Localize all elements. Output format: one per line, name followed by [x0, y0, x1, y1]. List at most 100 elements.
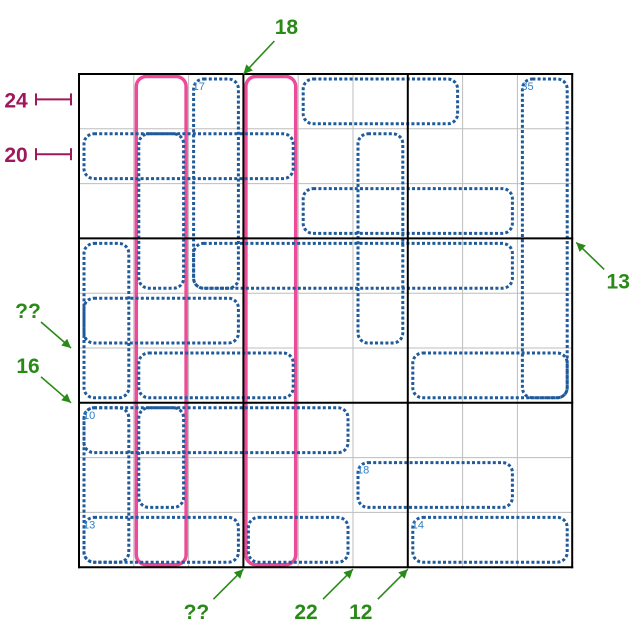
cell-r5c4[interactable]: [243, 293, 299, 348]
diagonal-sum-clue: ??: [15, 300, 41, 323]
highlight-layer: [134, 74, 298, 567]
cell-r5c3[interactable]: [188, 293, 244, 348]
cell-r9c3[interactable]: [188, 512, 244, 568]
cell-r1c1[interactable]: [79, 74, 134, 129]
cell-r6c7[interactable]: [407, 348, 463, 403]
cell-r1c2[interactable]: [133, 74, 189, 129]
cell-r7c4[interactable]: [243, 402, 299, 458]
cell-r9c7[interactable]: [407, 512, 463, 568]
cage-16: [356, 461, 514, 509]
cage-sum-label: 18: [357, 465, 369, 477]
cell-r5c8[interactable]: [462, 293, 518, 348]
cell-r8c6[interactable]: [353, 457, 408, 513]
cage-13: [82, 406, 350, 455]
cell-r4c8[interactable]: [462, 238, 518, 294]
cell-r1c9[interactable]: [517, 74, 573, 129]
cell-r4c7[interactable]: [407, 238, 463, 294]
cell-r1c4[interactable]: [243, 74, 299, 129]
cell-r3c6[interactable]: [353, 183, 408, 239]
cell-r2c1[interactable]: [79, 128, 134, 184]
cell-r8c2[interactable]: [133, 457, 189, 513]
cell-r5c7[interactable]: [407, 293, 463, 348]
cell-r7c1[interactable]: [79, 402, 134, 458]
cell-r5c5[interactable]: [298, 293, 353, 348]
cell-r4c5[interactable]: [298, 238, 353, 294]
cell-r5c6[interactable]: [353, 293, 408, 348]
cage-8: [82, 241, 131, 400]
cell-r7c6[interactable]: [353, 402, 408, 458]
cell-r8c7[interactable]: [407, 457, 463, 513]
cell-r1c6[interactable]: [353, 74, 408, 129]
cell-r7c7[interactable]: [407, 402, 463, 458]
cell-r7c8[interactable]: [462, 402, 518, 458]
diagonal-sum-clue: 13: [607, 270, 630, 293]
cell-r3c4[interactable]: [243, 183, 299, 239]
cell-r2c8[interactable]: [462, 128, 518, 184]
cell-r9c1[interactable]: [79, 512, 134, 568]
cell-r4c9[interactable]: [517, 238, 573, 294]
cell-r9c4[interactable]: [243, 512, 299, 568]
cell-r8c4[interactable]: [243, 457, 299, 513]
cell-r9c5[interactable]: [298, 512, 353, 568]
cell-r9c9[interactable]: [517, 512, 573, 568]
cell-r6c9[interactable]: [517, 348, 573, 403]
cell-r7c2[interactable]: [133, 402, 189, 458]
cell-r8c1[interactable]: [79, 457, 134, 513]
cell-grid: [79, 74, 573, 568]
cell-r3c9[interactable]: [517, 183, 573, 239]
cell-r2c6[interactable]: [353, 128, 408, 184]
cell-r9c8[interactable]: [462, 512, 518, 568]
cell-r4c6[interactable]: [353, 238, 408, 294]
diagonal-clue-arrow: [40, 376, 72, 404]
cell-r3c7[interactable]: [407, 183, 463, 239]
cell-r4c4[interactable]: [243, 238, 299, 294]
cell-r6c8[interactable]: [462, 348, 518, 403]
cage-sum-label: 17: [193, 81, 205, 93]
cell-r1c5[interactable]: [298, 74, 353, 129]
cell-r6c4[interactable]: [243, 348, 299, 403]
cell-r2c3[interactable]: [188, 128, 244, 184]
cell-r3c1[interactable]: [79, 183, 134, 239]
cell-r7c3[interactable]: [188, 402, 244, 458]
diagonal-clue-arrow: [212, 568, 244, 600]
cell-r1c8[interactable]: [462, 74, 518, 129]
diagonal-sum-clue: 16: [16, 355, 39, 378]
cell-r2c4[interactable]: [243, 128, 299, 184]
cell-r8c3[interactable]: [188, 457, 244, 513]
cell-r1c7[interactable]: [407, 74, 463, 129]
cell-r4c1[interactable]: [79, 238, 134, 294]
row-sum-clue: 20: [4, 144, 27, 167]
cell-r8c9[interactable]: [517, 457, 573, 513]
diagonal-clue-arrow: [242, 40, 275, 75]
cell-r6c1[interactable]: [79, 348, 134, 403]
cell-r2c5[interactable]: [298, 128, 353, 184]
cell-r3c3[interactable]: [188, 183, 244, 239]
cell-r2c2[interactable]: [133, 128, 189, 184]
cell-r6c2[interactable]: [133, 348, 189, 403]
cell-r2c7[interactable]: [407, 128, 463, 184]
cell-r5c1[interactable]: [79, 293, 134, 348]
cell-r4c2[interactable]: [133, 238, 189, 294]
cell-r6c5[interactable]: [298, 348, 353, 403]
cell-r8c8[interactable]: [462, 457, 518, 513]
cell-r6c6[interactable]: [353, 348, 408, 403]
cell-r7c5[interactable]: [298, 402, 353, 458]
cell-r3c8[interactable]: [462, 183, 518, 239]
diagonal-sum-clue: 12: [349, 601, 372, 624]
cell-r3c5[interactable]: [298, 183, 353, 239]
cage-9: [192, 241, 514, 290]
cell-r8c5[interactable]: [298, 457, 353, 513]
cell-r5c2[interactable]: [133, 293, 189, 348]
cell-r5c9[interactable]: [517, 293, 573, 348]
cell-r6c3[interactable]: [188, 348, 244, 403]
cell-r9c6[interactable]: [353, 512, 408, 568]
cage-sum-label: 13: [83, 519, 95, 531]
cell-r3c2[interactable]: [133, 183, 189, 239]
cell-r9c2[interactable]: [133, 512, 189, 568]
cell-r4c3[interactable]: [188, 238, 244, 294]
row-sum-clue: 24: [4, 89, 28, 112]
cell-r2c9[interactable]: [517, 128, 573, 184]
clue-arrow-head: [576, 242, 586, 252]
cell-r7c9[interactable]: [517, 402, 573, 458]
cell-r1c3[interactable]: [188, 74, 244, 129]
